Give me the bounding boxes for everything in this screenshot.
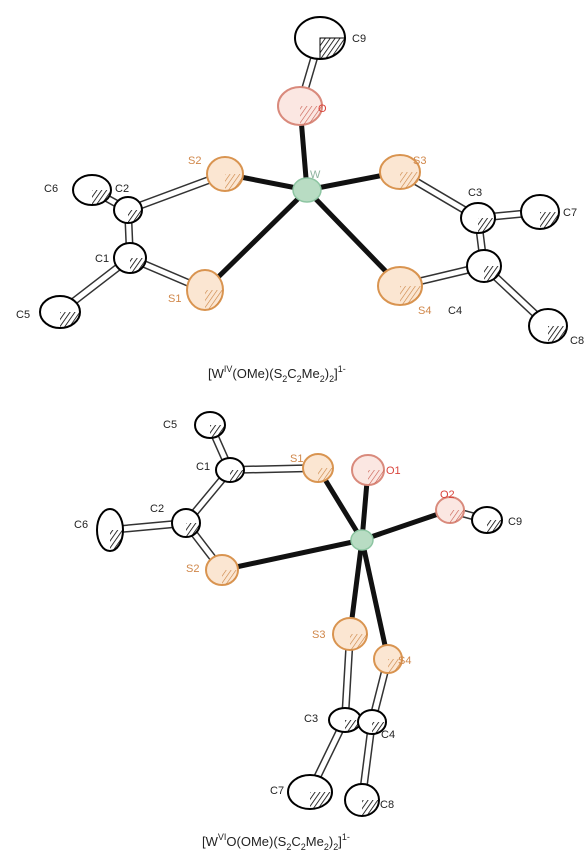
- atom-c9-b: [471, 506, 503, 534]
- label-c1-a: C1: [95, 253, 109, 265]
- atom-c5-b: [194, 411, 226, 439]
- atom-s4: [377, 266, 423, 306]
- atom-c8-b: [344, 783, 380, 817]
- atom-o: [277, 86, 323, 126]
- label-s3-a: S3: [413, 155, 426, 167]
- caption-structure-1: [WIV(OMe)(S2C2Me2)2]1-: [208, 364, 346, 384]
- label-c2-a: C2: [115, 183, 129, 195]
- label-c6-b: C6: [74, 519, 88, 531]
- atom-s2-b: [205, 554, 239, 586]
- atom-c6: [72, 174, 112, 206]
- label-o1-b: O1: [386, 465, 401, 477]
- atom-c4: [466, 249, 502, 283]
- atom-c7: [520, 194, 560, 230]
- label-s1-b: S1: [290, 453, 303, 465]
- atom-s1: [186, 269, 224, 311]
- label-s4-b: S4: [398, 655, 411, 667]
- atom-o2-b: [435, 496, 465, 524]
- ligand-bonds-2: [106, 421, 491, 804]
- label-o: O: [318, 103, 327, 115]
- atom-c1-b: [215, 457, 245, 483]
- label-c8-b: C8: [380, 799, 394, 811]
- atom-s1-b: [302, 453, 334, 483]
- label-c2-b: C2: [150, 503, 164, 515]
- atom-c4-b: [357, 709, 387, 735]
- structure-2: C5 C1 S1 O1 O2 C2 C6 C9 S2 S3 S4 C3 C4 C…: [74, 411, 522, 852]
- atom-c3-b: [328, 707, 362, 733]
- atom-c2: [113, 196, 143, 224]
- label-c9-b: C9: [508, 516, 522, 528]
- atom-o1-b: [351, 454, 385, 486]
- atom-c5: [39, 295, 81, 329]
- label-w: W: [310, 169, 321, 181]
- label-c5-a: C5: [16, 309, 30, 321]
- label-c7-a: C7: [563, 207, 577, 219]
- label-c7-b: C7: [270, 785, 284, 797]
- atom-w-b: [350, 529, 374, 551]
- label-s2-a: S2: [188, 155, 201, 167]
- label-o2-b: O2: [440, 489, 455, 501]
- atom-s2: [206, 156, 244, 192]
- label-s1-a: S1: [168, 293, 181, 305]
- atom-s3: [379, 154, 421, 190]
- label-s3-b: S3: [312, 629, 325, 641]
- atom-c8: [528, 308, 568, 344]
- label-c1-b: C1: [196, 461, 210, 473]
- caption-structure-2: [WVIO(OMe)(S2C2Me2)2]1-: [202, 832, 350, 852]
- atom-s4-b: [373, 644, 403, 674]
- atom-c3: [460, 202, 496, 234]
- label-c4-b: C4: [381, 729, 395, 741]
- structure-1: C9 O W S2 S3 C6 C2 C3 C7 C1 S1 S4 C5 C4 …: [16, 16, 584, 384]
- atom-c7-b: [287, 774, 333, 810]
- atom-c2-b: [171, 508, 201, 538]
- metal-bonds-2: [219, 465, 453, 662]
- label-c4-a: C4: [448, 305, 462, 317]
- atom-c6-b: [96, 508, 124, 552]
- label-c3-a: C3: [468, 187, 482, 199]
- atom-c1: [113, 242, 147, 274]
- label-s2-b: S2: [186, 563, 199, 575]
- label-c8-a: C8: [570, 335, 584, 347]
- label-s4-a: S4: [418, 305, 431, 317]
- atom-s3-b: [332, 617, 368, 651]
- atom-w: [292, 177, 322, 203]
- label-c3-b: C3: [304, 713, 318, 725]
- label-c6-a: C6: [44, 183, 58, 195]
- atom-c9: [294, 16, 346, 60]
- label-c9: C9: [352, 33, 366, 45]
- label-c5-b: C5: [163, 419, 177, 431]
